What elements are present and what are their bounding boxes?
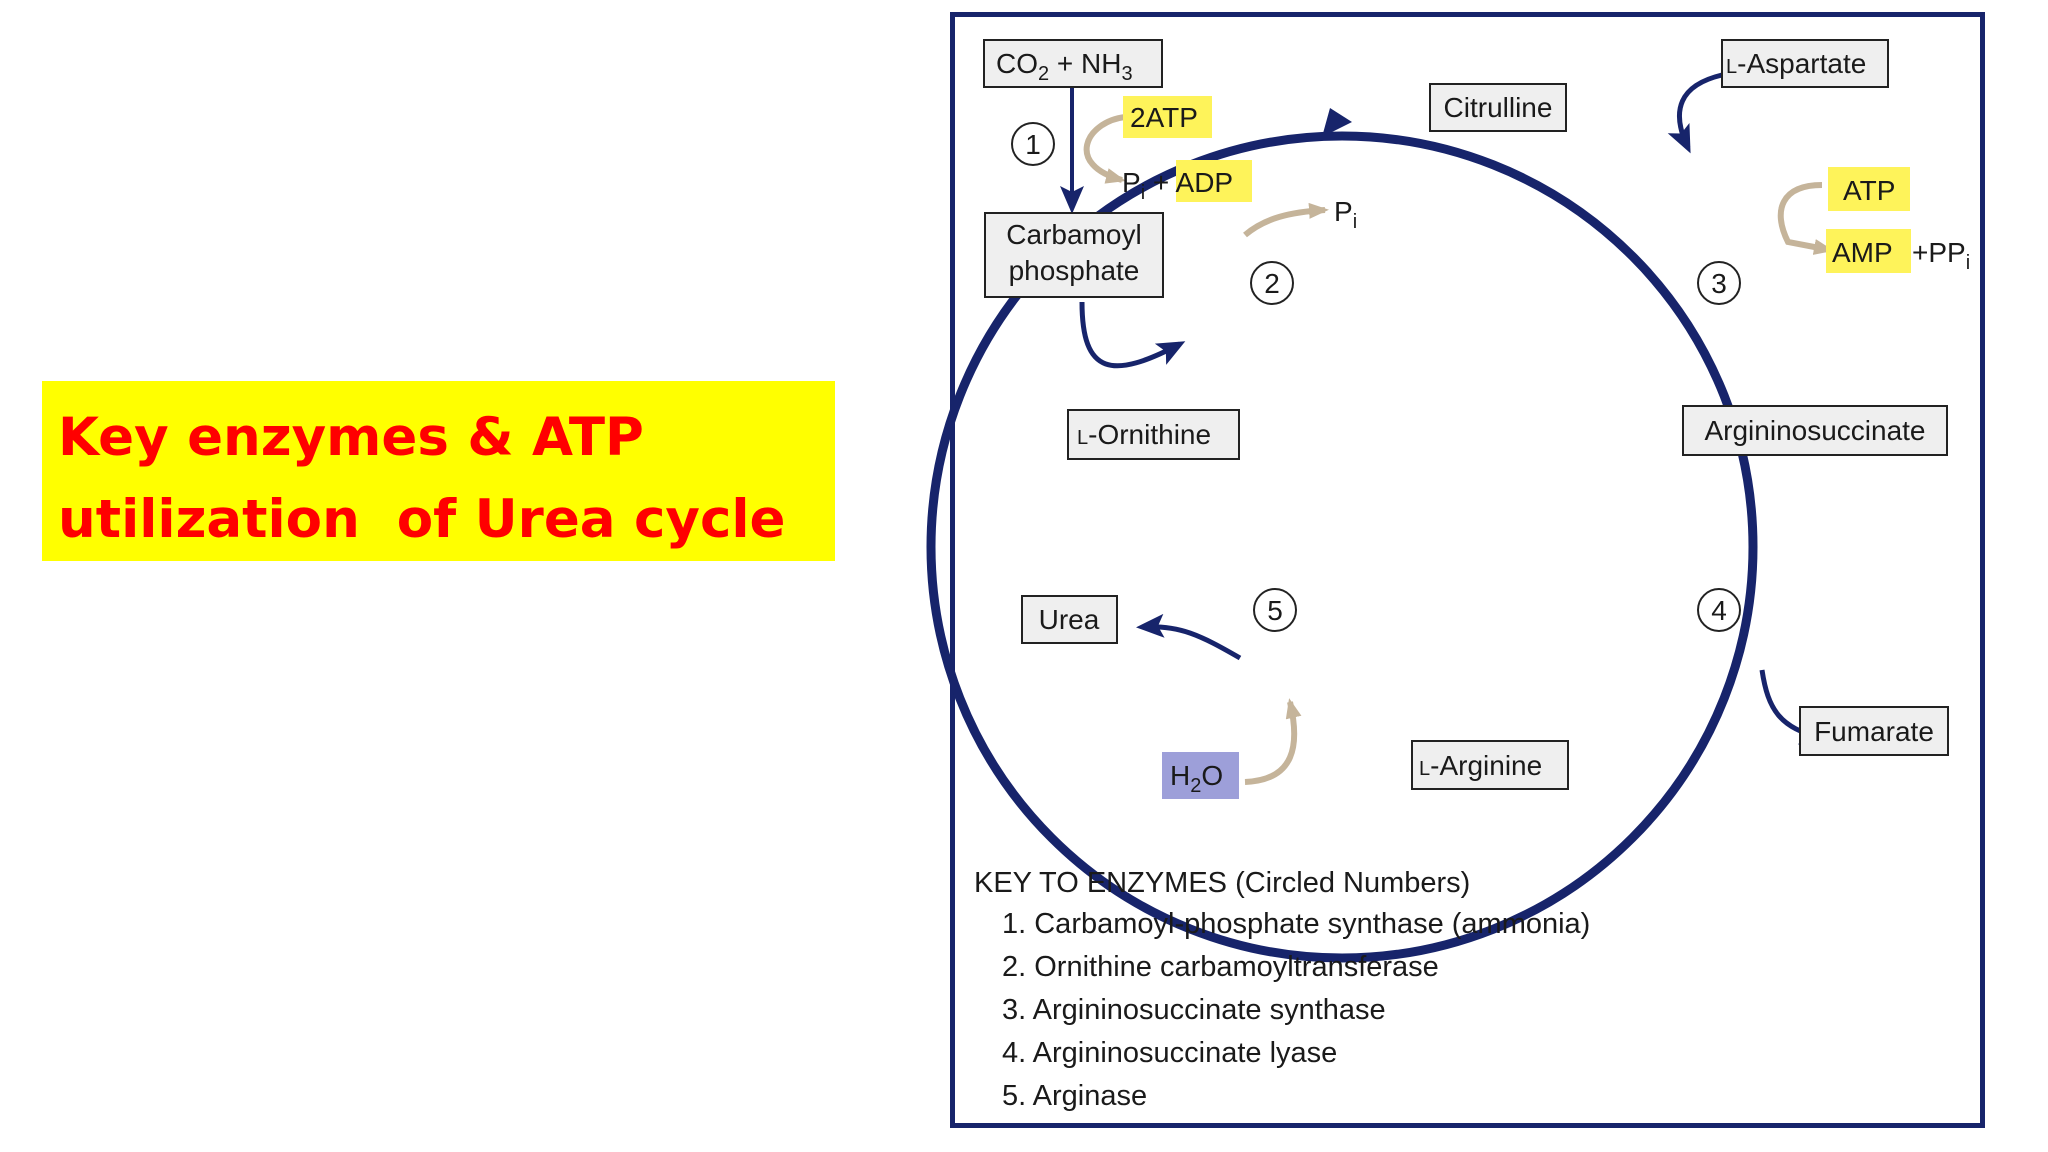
enzyme-number-1: 1 (1011, 122, 1055, 166)
svg-text:Argininosuccinate: Argininosuccinate (1704, 415, 1925, 446)
aspartate-box: L-Aspartate (1721, 39, 1889, 88)
pi-adp-label: Pi + ADP (1122, 160, 1252, 204)
water-input-arrow (1244, 698, 1302, 785)
enzyme-key-item: 1. Carbamoyl-phosphate synthase (ammonia… (1002, 908, 1591, 940)
ornithine-box: L-Ornithine (1067, 409, 1240, 460)
svg-text:5: 5 (1267, 595, 1283, 626)
pi-release-arrow (1243, 202, 1329, 238)
svg-text:L-Ornithine: L-Ornithine (1077, 419, 1211, 450)
svg-text:1: 1 (1025, 129, 1041, 160)
nh3-label: + NH (1049, 48, 1121, 79)
svg-text:2ATP: 2ATP (1130, 102, 1198, 133)
slide-title-line-2: utilization of Urea cycle (58, 489, 786, 550)
svg-text:Citrulline: Citrulline (1444, 92, 1553, 123)
co2-label: CO (996, 48, 1038, 79)
pi-released-label: Pi (1334, 196, 1357, 233)
svg-text:Pi + ADP: Pi + ADP (1122, 167, 1233, 204)
urea-release-arrow (1136, 613, 1242, 661)
svg-text:L-Arginine: L-Arginine (1419, 750, 1542, 781)
cycle-direction-arrowhead (1322, 108, 1352, 137)
svg-text:2: 2 (1264, 268, 1280, 299)
aspartate-entry-arrow (1667, 72, 1723, 154)
enzyme-key-item: 3. Argininosuccinate synthase (1002, 994, 1386, 1026)
water-label: H2O (1162, 752, 1239, 799)
ppi-label: +PPi (1912, 237, 1970, 274)
citrulline-box: Citrulline (1429, 83, 1567, 132)
arginine-box: L-Arginine (1411, 740, 1569, 790)
amp-label: AMP (1832, 237, 1893, 268)
svg-text:Carbamoyl: Carbamoyl (1006, 219, 1141, 250)
svg-text:ATP: ATP (1843, 175, 1895, 206)
co2-nh3-box: CO2 + NH3 (983, 39, 1163, 88)
svg-text:H2O: H2O (1170, 760, 1223, 797)
atp2-label: 2ATP (1123, 96, 1212, 138)
svg-text:4: 4 (1711, 595, 1727, 626)
enzyme-number-3: 3 (1697, 261, 1741, 305)
svg-text:3: 3 (1711, 268, 1727, 299)
adp-label: ADP (1176, 167, 1234, 198)
carbamoyl-entry-arrow (1079, 301, 1186, 369)
enzyme-number-4: 4 (1697, 588, 1741, 632)
fumarate-box: Fumarate (1799, 706, 1949, 756)
enzyme-number-2: 2 (1250, 261, 1294, 305)
amp-ppi-label: AMP +PPi (1826, 229, 1970, 274)
urea-box: Urea (1021, 595, 1118, 644)
enzyme-key: KEY TO ENZYMES (Circled Numbers) 1. Carb… (974, 863, 1590, 1118)
enzyme-key-heading: KEY TO ENZYMES (Circled Numbers) (974, 867, 1471, 899)
argininosuccinate-box: Argininosuccinate (1682, 405, 1948, 456)
atp-consumption-arrow (1083, 114, 1126, 184)
enzyme-number-5: 5 (1253, 588, 1297, 632)
svg-text:phosphate: phosphate (1009, 255, 1140, 286)
slide-title-box: Key enzymes & ATP utilization of Urea cy… (42, 381, 835, 561)
diagram-frame (950, 12, 1985, 1128)
cycle-ring (926, 131, 1758, 963)
enzyme-key-item: 4. Argininosuccinate lyase (1002, 1037, 1338, 1069)
svg-text:L-Aspartate: L-Aspartate (1726, 48, 1866, 79)
svg-text:Urea: Urea (1039, 604, 1100, 635)
slide-title-line-1: Key enzymes & ATP (58, 407, 644, 468)
enzyme-key-item: 2. Ornithine carbamoyltransferase (1002, 951, 1439, 983)
svg-text:Fumarate: Fumarate (1814, 716, 1934, 747)
atp-label: ATP (1828, 167, 1910, 211)
carbamoyl-phosphate-box: Carbamoyl phosphate (984, 212, 1164, 298)
atp-to-amp-arrow (1777, 182, 1834, 255)
svg-text:CO2 + NH3: CO2 + NH3 (996, 48, 1133, 85)
enzyme-key-item: 5. Arginase (1002, 1080, 1148, 1112)
